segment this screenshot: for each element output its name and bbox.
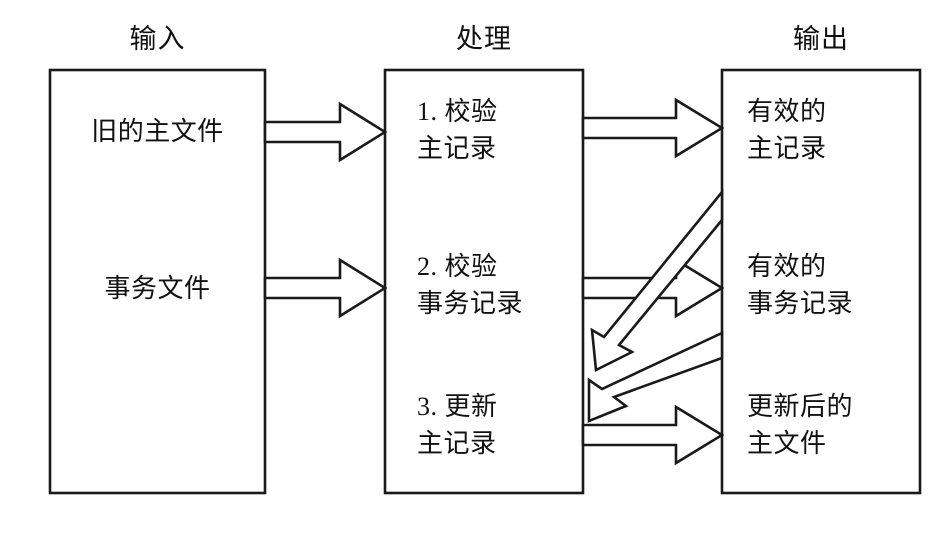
arrow-transaction-file-to-step-2 [263, 257, 388, 319]
arrow-old-master-file-to-step-1 [263, 101, 388, 163]
entry-valid-transaction-record: 有效的 事务记录 [747, 252, 854, 318]
processing-box [383, 68, 585, 495]
entry-valid-master-record: 有效的 主记录 [747, 97, 827, 163]
arrow-valid-master-record-to-step-3 [590, 188, 724, 373]
entry-updated-master-file: 更新后的 主文件 [747, 392, 854, 458]
output-box [720, 68, 922, 495]
entry-step-2-verify-transaction-record: 2. 校验 事务记录 [417, 252, 524, 318]
arrow-valid-transaction-record-to-step-3 [587, 330, 724, 423]
column-heading-output: 输出 [793, 24, 849, 54]
arrow-step-3-to-updated-master-file [581, 404, 725, 466]
entry-transaction-file: 事务文件 [104, 274, 211, 303]
entry-old-master-file: 旧的主文件 [91, 117, 224, 146]
column-heading-input: 输入 [129, 24, 186, 54]
arrow-step-1-to-valid-master-record [581, 97, 725, 159]
entry-step-1-verify-master-record: 1. 校验 主记录 [417, 97, 498, 163]
column-heading-processing: 处理 [456, 24, 512, 54]
entry-step-3-update-master-record: 3. 更新 主记录 [417, 392, 498, 458]
